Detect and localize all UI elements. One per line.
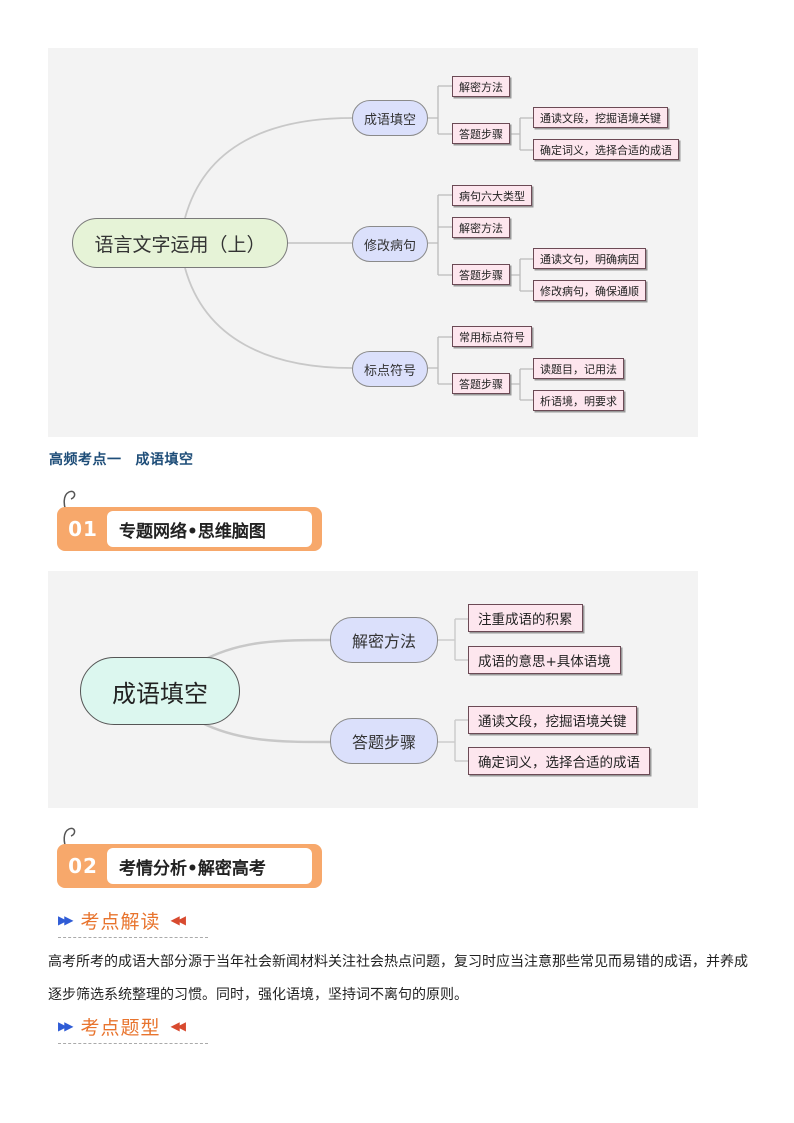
double-triangle-right-icon: ▶▶ xyxy=(58,913,74,927)
mindmap-1-leaf: 解密方法 xyxy=(452,217,510,238)
mindmap-1-leaf: 病句六大类型 xyxy=(452,185,532,206)
mindmap-1-leaf: 答题步骤 xyxy=(452,373,510,394)
double-triangle-left-icon: ◀◀ xyxy=(170,1019,186,1033)
mindmap-1-leaf: 解密方法 xyxy=(452,76,510,97)
double-triangle-right-icon: ▶▶ xyxy=(58,1019,74,1033)
mindmap-1-leaf: 析语境，明要求 xyxy=(533,390,624,411)
mindmap-1-leaf: 通读文句，明确病因 xyxy=(533,248,646,269)
hook-icon xyxy=(63,827,76,851)
key-point-topic: 成语填空 xyxy=(135,452,194,468)
mindmap-2-leaf: 确定词义，选择合适的成语 xyxy=(468,747,650,775)
mindmap-1-leaf: 答题步骤 xyxy=(452,123,510,144)
mindmap-2-leaf: 通读文段，挖掘语境关键 xyxy=(468,706,637,734)
hook-icon xyxy=(63,490,76,514)
mindmap-1-leaf: 确定词义，选择合适的成语 xyxy=(533,139,679,160)
mindmap-1-root: 语言文字运用（上） xyxy=(72,218,288,268)
banner-inner xyxy=(107,848,312,884)
key-point-number: 高频考点一 xyxy=(49,452,122,468)
mindmap-1-leaf: 读题目，记用法 xyxy=(533,358,624,379)
mindmap-2-leaf: 成语的意思+具体语境 xyxy=(468,646,621,674)
banner-number: 02 xyxy=(68,854,98,878)
section-heading-question-types: ▶▶ 考点题型 ◀◀ xyxy=(58,1009,186,1043)
mindmap-1-branch-sentence: 修改病句 xyxy=(352,226,428,262)
mindmap-2-leaf: 注重成语的积累 xyxy=(468,604,583,632)
mindmap-1-branch-idiom: 成语填空 xyxy=(352,100,428,136)
section-title: 考点题型 xyxy=(80,1016,161,1039)
section-divider xyxy=(58,1043,208,1044)
banner-title: 专题网络•思维脑图 xyxy=(119,521,266,542)
mindmap-2-root: 成语填空 xyxy=(80,657,240,725)
section-title: 考点解读 xyxy=(80,910,161,933)
banner-number: 01 xyxy=(68,517,98,541)
mindmap-2-branch-steps: 答题步骤 xyxy=(330,718,438,764)
section-divider xyxy=(58,937,208,938)
section-heading-interpretation: ▶▶ 考点解读 ◀◀ xyxy=(58,903,186,937)
banner-01: 01 专题网络•思维脑图 xyxy=(57,490,322,551)
body-paragraph: 高考所考的成语大部分源于当年社会新闻材料关注社会热点问题，复习时应当注意那些常见… xyxy=(48,954,748,1003)
key-point-heading: 高频考点一成语填空 xyxy=(49,449,208,469)
banner-02: 02 考情分析•解密高考 xyxy=(57,827,322,888)
banner-title: 考情分析•解密高考 xyxy=(119,858,266,879)
mindmap-1-branch-punctuation: 标点符号 xyxy=(352,351,428,387)
double-triangle-left-icon: ◀◀ xyxy=(170,913,186,927)
mindmap-1-leaf: 通读文段，挖掘语境关键 xyxy=(533,107,668,128)
mindmap-1-leaf: 答题步骤 xyxy=(452,264,510,285)
mindmap-2-branch-method: 解密方法 xyxy=(330,617,438,663)
mindmap-1-leaf: 常用标点符号 xyxy=(452,326,532,347)
banner-inner xyxy=(107,511,312,547)
mindmap-1-leaf: 修改病句，确保通顺 xyxy=(533,280,646,301)
